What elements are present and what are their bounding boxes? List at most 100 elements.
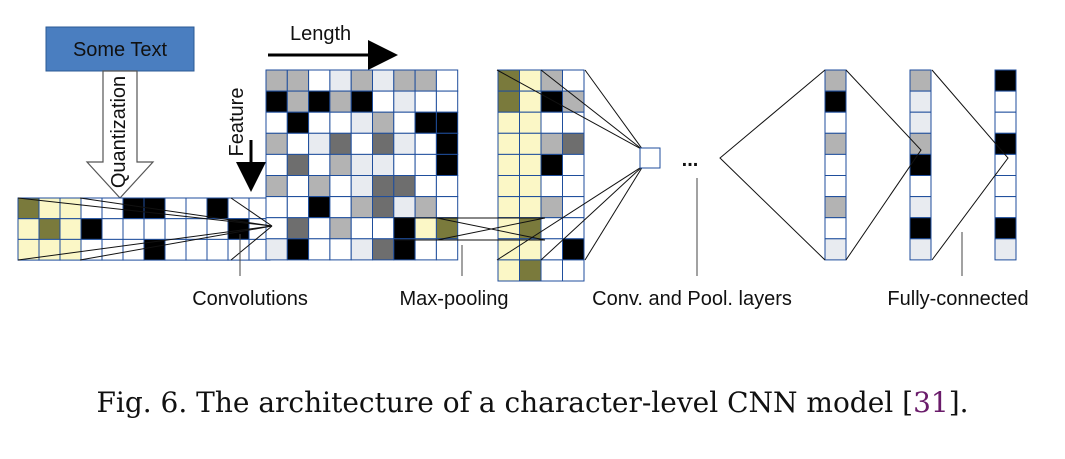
input-matrix-cell [122,238,145,261]
input-matrix-cell [227,238,250,261]
feature-map-cell [308,175,331,198]
fc-layer-1-cell [909,238,932,261]
quantization-label: Quantization [108,76,130,188]
feature-map-cell [393,111,416,134]
feature-map-cell [414,175,437,198]
label-convolutions: Convolutions [192,288,308,310]
pooled-map-cell [562,132,585,155]
feature-map-cell [372,238,395,261]
feature-map-cell [435,111,459,134]
fc-layer-2-cell [994,196,1017,219]
leader-lines [239,178,963,276]
input-matrix-cell [38,218,61,240]
feature-map-cell [329,90,352,113]
input-matrix-cell [122,218,145,240]
conv-pool-output-column-cell [824,196,847,219]
fc-layer-2-cell [994,69,1017,92]
input-matrix-cell [122,197,145,220]
input-text-box [45,26,195,72]
pooled-map-cell [562,238,585,261]
feature-map-cell [350,132,374,155]
feature-map-cell [286,111,310,134]
fc-layer-1-cell [909,111,932,134]
pooled-map-cell [519,111,542,134]
feature-map-cell [350,175,374,198]
fc-layer-2-cell [994,238,1017,261]
input-matrix-cell [206,218,229,240]
pooled-map [497,69,585,282]
feature-map-cell [435,132,459,155]
conv-pool-output-column-cell [824,111,847,134]
feature-map-cell [265,69,288,92]
fc-layer-1-cell [909,175,932,198]
pooled-map-cell [540,111,563,134]
feature-map-cell [393,175,416,198]
pooled-map-cell [497,153,520,176]
feature-label: Feature [226,88,248,157]
fc-layer-1-cell [909,69,932,92]
pooled-map-cell [519,259,542,282]
pooled-map-cell [562,217,585,240]
feature-map-cell [372,132,395,155]
input-matrix-cell [164,238,187,261]
label-fully-connected: Fully-connected [887,288,1028,310]
input-matrix-cell [59,197,82,220]
conv-pool-output-column-cell [824,132,847,155]
feature-map-cell [414,196,437,219]
fc-layer-1-cell [909,196,932,219]
feature-map-cell [308,217,331,240]
feature-map-cell [286,153,310,176]
feature-map-cell [286,196,310,219]
feature-map-cell [350,196,374,219]
feature-map-cell [414,90,437,113]
input-text-label: Some Text [73,39,168,61]
feature-map-cell [308,111,331,134]
feature-map-cell [435,175,459,198]
fc-layer-2 [994,69,1017,261]
feature-map-cell [393,217,416,240]
fc-layer-1 [909,69,932,261]
feature-map-cell [286,90,310,113]
feature-map-cell [329,196,352,219]
feature-map-cell [329,111,352,134]
fc-layer-1-cell [909,90,932,113]
feature-map-cell [286,132,310,155]
pooled-map-cell [562,175,585,198]
feature-map-cell [265,196,288,219]
feature-map-cell [350,90,374,113]
feature-map-cell [350,153,374,176]
feature-map-cell [286,217,310,240]
feature-map-cell [393,132,416,155]
feature-map-cell [435,90,459,113]
pooled-map-cell [540,217,563,240]
pooled-map-cell [519,90,542,113]
pooled-output-unit [639,147,661,169]
length-label: Length [290,23,351,45]
feature-map-cell [350,238,374,261]
feature-map-cell [265,132,288,155]
caption-reference: 31 [913,386,949,419]
fc-layer-1-cell [909,217,932,240]
feature-map-cell [329,175,352,198]
feature-map-cell [435,196,459,219]
figure-caption: Fig. 6. The architecture of a character-… [0,386,1065,419]
feature-map-cell [308,90,331,113]
feature-map-cell [350,217,374,240]
label-max-pooling: Max-pooling [400,288,509,310]
pooled-map-cell [540,175,563,198]
pooled-map-cell [497,217,520,240]
feature-map-cell [435,238,459,261]
input-matrix-cell [17,238,40,261]
input-matrix-cell [143,218,166,240]
feature-map-cell [308,196,331,219]
feature-map-cell [393,69,416,92]
feature-map-cell [308,132,331,155]
conv-pool-output-column [824,69,847,261]
fc-layer-2-cell [994,153,1017,176]
feature-map-cell [308,69,331,92]
input-matrix-cell [17,197,40,220]
pooled-map-cell [540,196,563,219]
feature-map-cell [350,69,374,92]
feature-map-cell [329,153,352,176]
feature-map-cell [414,111,437,134]
